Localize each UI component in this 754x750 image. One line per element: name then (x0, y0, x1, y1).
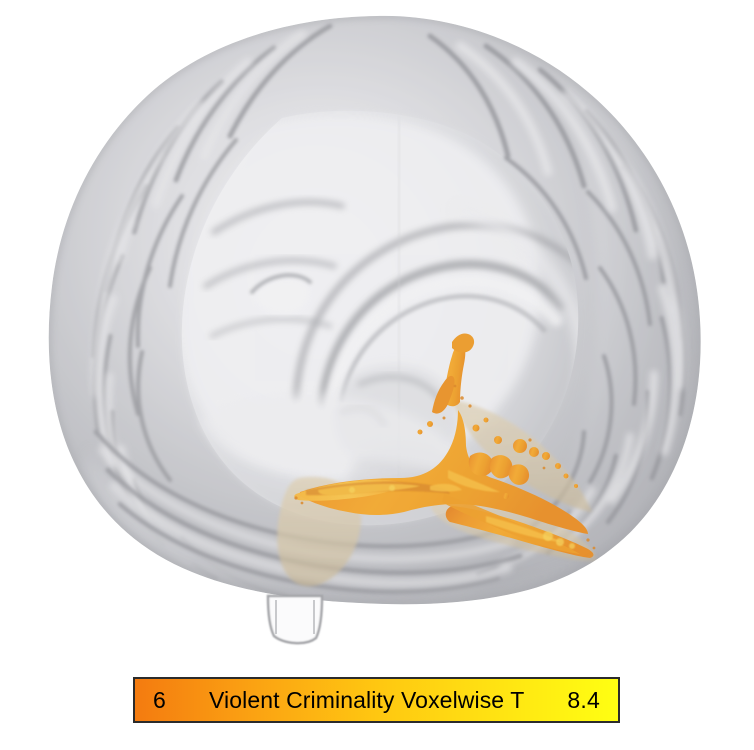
brainstem-stub (266, 594, 324, 645)
colorbar-max-label: 8.4 (567, 686, 600, 713)
colorbar-title: Violent Criminality Voxelwise T (208, 686, 525, 713)
brain-render-svg (48, 15, 701, 645)
colorbar: 6 Violent Criminality Voxelwise T 8.4 (133, 677, 620, 723)
insula-region (200, 393, 478, 484)
activation-nodules (417, 417, 578, 499)
brain-body (48, 15, 701, 605)
activation-cluster (277, 333, 597, 587)
temporal-lobe (80, 448, 586, 605)
brain-render-panel (48, 15, 701, 645)
corpus-callosum (318, 260, 566, 406)
colorbar-content: 6 Violent Criminality Voxelwise T 8.4 (135, 679, 618, 721)
activation-speckle (294, 384, 596, 550)
cingulate-sulcus (292, 221, 579, 402)
cortex-translucency-veil (48, 15, 701, 605)
activation-hot-spots (349, 485, 575, 549)
colorbar-gradient (135, 679, 618, 721)
colorbar-min-label: 6 (153, 686, 166, 713)
activation-main-body (300, 410, 588, 534)
subcortical-translucent-right (452, 400, 592, 512)
cortex-outline (48, 15, 701, 605)
